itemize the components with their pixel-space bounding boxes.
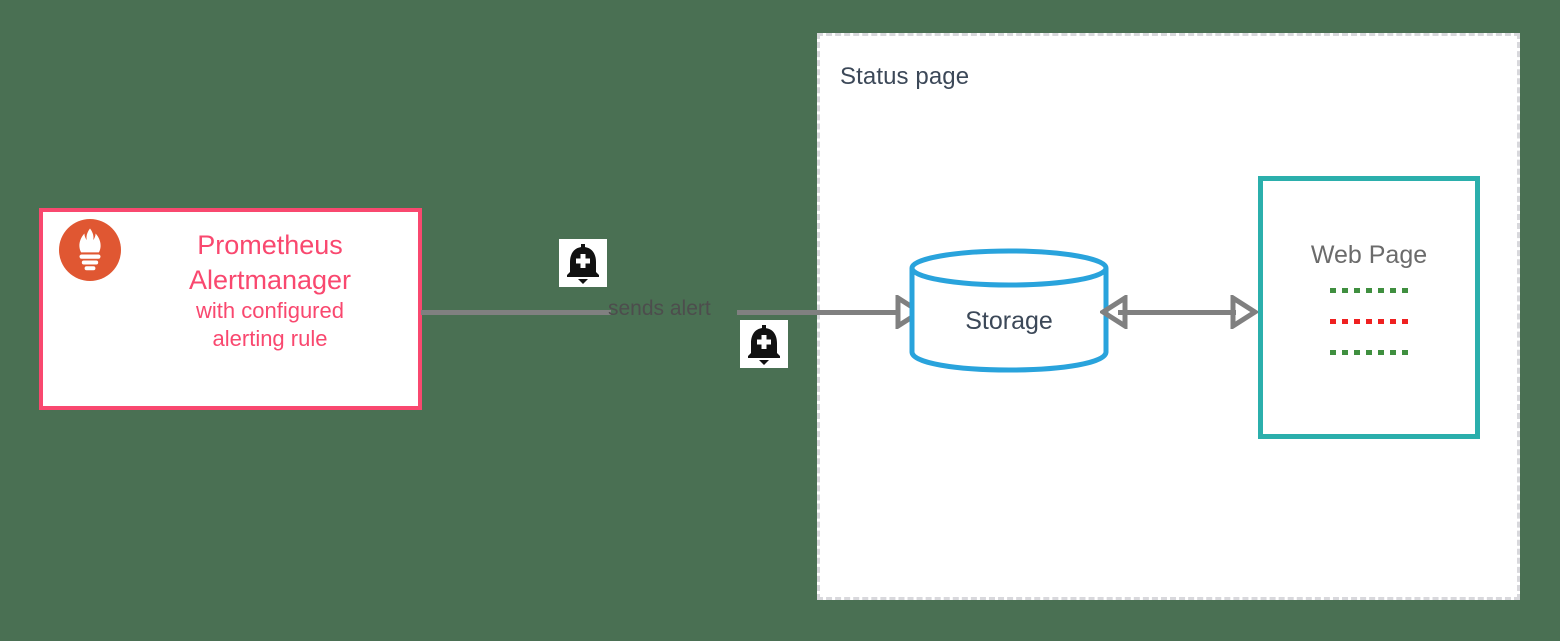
alertmanager-title-line2: Alertmanager: [188, 264, 352, 295]
status-line-alert: [1330, 319, 1412, 324]
alertmanager-subtitle-line1: with configured: [196, 298, 344, 324]
prometheus-logo-icon: [59, 219, 121, 281]
bell-alert-icon-upper: [559, 239, 607, 287]
bell-alert-icon-lower: [740, 320, 788, 368]
storage-label: Storage: [965, 307, 1053, 335]
alertmanager-title-line1: Prometheus: [197, 230, 343, 260]
alertmanager-label-group: Prometheus Alertmanager with configured …: [125, 228, 415, 353]
connector-line-left: [421, 310, 611, 315]
storage-cylinder-shape: [908, 247, 1110, 373]
connector-line-storage-webpage: [1118, 310, 1236, 315]
alertmanager-subtitle-line2: alerting rule: [212, 326, 328, 352]
status-page-title: Status page: [840, 63, 970, 90]
web-page-status-lines: [1330, 288, 1412, 381]
arrow-into-storage-icon: [895, 293, 925, 331]
status-line-ok-bottom: [1330, 350, 1412, 355]
web-page-title: Web Page: [1310, 241, 1428, 269]
sends-alert-label: sends alert: [608, 297, 711, 320]
status-line-ok-top: [1330, 288, 1412, 293]
web-page-box: [1258, 176, 1480, 439]
connector-line-right: [737, 310, 899, 315]
arrow-into-webpage-icon: [1230, 293, 1260, 331]
